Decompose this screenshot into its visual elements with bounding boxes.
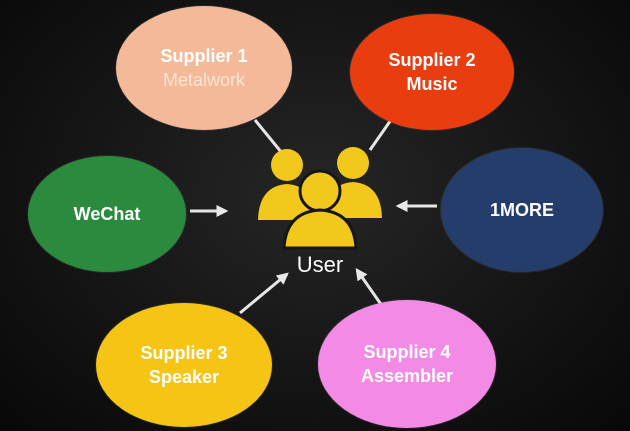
users-group-icon — [258, 147, 382, 250]
node-supplier-1: Supplier 1 Metalwork — [116, 6, 292, 130]
node-supplier-4-subtitle: Assembler — [360, 366, 454, 386]
node-supplier-3-title: Supplier 3 — [140, 343, 228, 363]
node-supplier-2-subtitle: Music — [406, 74, 458, 94]
node-supplier-4-title: Supplier 4 — [363, 342, 451, 362]
node-wechat-title: WeChat — [73, 204, 141, 224]
node-supplier-4: Supplier 4 Assembler — [318, 300, 496, 428]
node-1more-title: 1MORE — [489, 200, 554, 220]
node-supplier-3-subtitle: Speaker — [148, 367, 220, 387]
node-supplier-2: Supplier 2 Music — [350, 14, 514, 130]
node-supplier-2-title: Supplier 2 — [388, 50, 476, 70]
node-wechat: WeChat — [28, 156, 186, 272]
node-1more: 1MORE — [441, 148, 603, 272]
node-supplier-1-subtitle: Metalwork — [162, 70, 246, 90]
node-supplier-1-title: Supplier 1 — [160, 46, 248, 66]
connector-supplier-2-to-user — [368, 116, 395, 151]
center-user-label: User — [296, 252, 344, 277]
connector-supplier-1-to-user — [253, 119, 284, 154]
connector-supplier-3-to-user — [239, 272, 289, 315]
node-supplier-3: Supplier 3 Speaker — [96, 303, 272, 427]
